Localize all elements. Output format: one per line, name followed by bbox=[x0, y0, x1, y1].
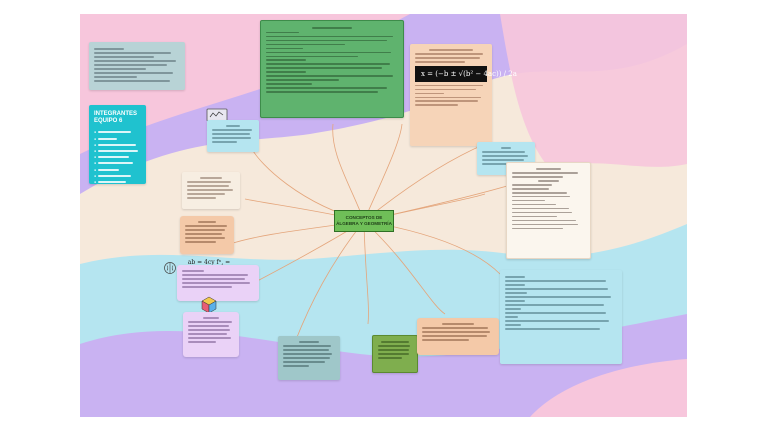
concept-card-top[interactable] bbox=[207, 120, 259, 152]
definitions-card-right[interactable] bbox=[500, 270, 622, 364]
concept-card-left-3[interactable] bbox=[177, 265, 259, 301]
quadratic-formula: x = (−b ± √(b² − 4ac)) / 2a bbox=[415, 65, 517, 82]
cube-icon bbox=[201, 296, 217, 314]
team-member bbox=[94, 174, 141, 178]
team-member bbox=[94, 137, 141, 141]
concept-card-bottom-3[interactable] bbox=[417, 318, 499, 355]
team-card[interactable]: INTEGRANTES EQUIPO 6 bbox=[89, 105, 146, 184]
properties-list-card[interactable] bbox=[506, 162, 591, 259]
central-topic[interactable]: CONCEPTOS DE ÁLGEBRA Y GEOMETRÍA bbox=[334, 210, 394, 232]
concept-card-bottom-1[interactable] bbox=[278, 336, 340, 380]
concept-card-left-1[interactable] bbox=[182, 172, 240, 209]
team-member bbox=[94, 130, 141, 134]
mind-map-canvas: INTEGRANTES EQUIPO 6 x = ( bbox=[80, 14, 687, 417]
team-member bbox=[94, 161, 141, 165]
quadratic-formula-card[interactable]: x = (−b ± √(b² − 4ac)) / 2a bbox=[410, 44, 517, 146]
green-definitions-card[interactable] bbox=[260, 20, 404, 118]
concept-card-left-4[interactable] bbox=[183, 312, 239, 357]
team-member bbox=[94, 168, 141, 172]
concept-card-left-2[interactable] bbox=[180, 216, 234, 254]
concept-card-bottom-2[interactable] bbox=[372, 335, 418, 373]
team-member bbox=[94, 143, 141, 147]
team-title: INTEGRANTES EQUIPO 6 bbox=[94, 111, 138, 125]
team-member bbox=[94, 149, 141, 153]
team-member bbox=[94, 155, 141, 159]
references-card[interactable] bbox=[89, 42, 185, 90]
team-member bbox=[94, 180, 141, 184]
algebra-equation: ab = 4cy fⁿ, = bbox=[187, 259, 231, 266]
brain-icon bbox=[164, 262, 176, 274]
